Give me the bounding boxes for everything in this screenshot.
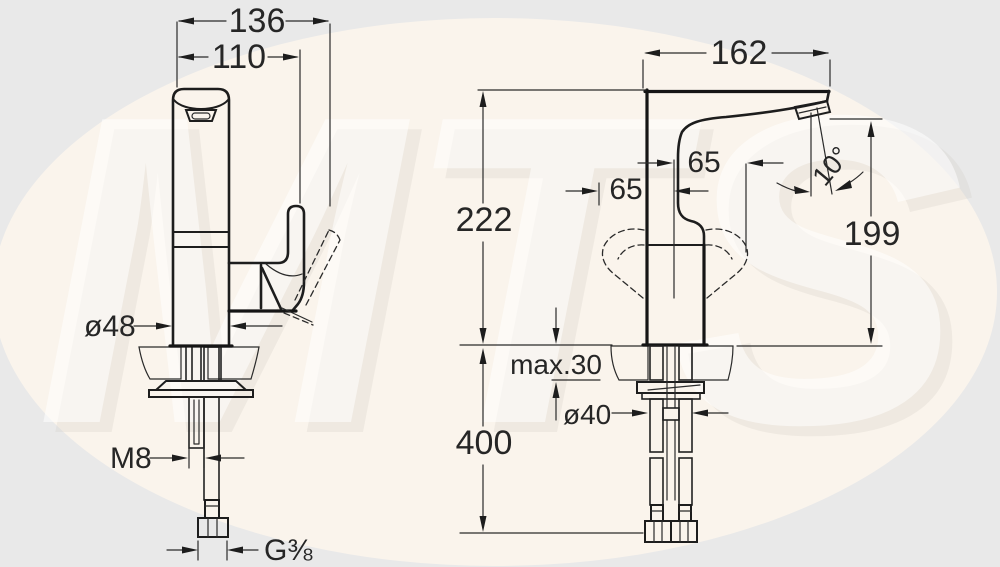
dim-hose-length-label: 400 (456, 424, 513, 462)
watermark: MTS MTS (0, 18, 997, 566)
dim-mounting-thread-label: M8 (110, 442, 152, 475)
front-flex-hose (197, 396, 229, 538)
dim-hole-diameter: ø40 (563, 399, 729, 430)
front-handle-outline (227, 204, 306, 312)
side-counter-left (610, 345, 649, 381)
dim-height-above-deck: 222 (456, 89, 647, 346)
dim-handle-clearance-right-label: 65 (687, 146, 720, 179)
handle-swing-left (601, 228, 645, 299)
dim-mounting-thread: M8 (110, 442, 245, 475)
dim-spout-height: 199 (736, 118, 901, 347)
dim-spout-width-label: 110 (212, 38, 266, 76)
front-hose-nut (197, 517, 229, 538)
side-hoses (644, 345, 698, 543)
front-handle-raised-position (294, 229, 341, 306)
front-body-outline (171, 87, 231, 348)
dim-spout-reach-label: 162 (711, 34, 768, 72)
side-countertop (610, 345, 734, 381)
dim-hose-connection: G⅜ (166, 534, 313, 567)
dim-hose-connection-label: G⅜ (264, 534, 313, 567)
dim-body-diameter: ø48 (84, 310, 283, 343)
side-spout-underside (676, 99, 829, 247)
front-handle (227, 204, 341, 326)
dim-hole-diameter-label: ø40 (563, 399, 611, 430)
dim-spout-height-label: 199 (844, 215, 901, 253)
watermark-shadow-text: MTS (48, 35, 979, 526)
dim-handle-clearance-left-label: 65 (609, 173, 642, 206)
dim-max-deck-thickness-label: max.30 (510, 349, 602, 380)
front-countertop (138, 346, 260, 380)
side-hose-nut-right (670, 520, 698, 543)
front-counter-right (207, 346, 260, 380)
watermark-oval (0, 18, 997, 566)
front-faucet-body (168, 87, 234, 348)
dim-hose-length: 400 (456, 348, 644, 534)
dim-handle-clearance-right: 65 (637, 146, 784, 299)
front-counter-left (138, 346, 182, 380)
side-view: 162 222 400 65 (456, 34, 901, 543)
dim-body-diameter-label: ø48 (84, 310, 136, 343)
dim-total-width-label: 136 (229, 2, 286, 40)
dim-height-above-deck-label: 222 (456, 201, 513, 239)
watermark-text: MTS (36, 25, 967, 516)
side-faucet-body (641, 88, 832, 347)
dim-handle-clearance-left: 65 (565, 173, 709, 206)
front-aerator-slot (184, 109, 218, 122)
dim-max-deck-thickness: max.30 (510, 307, 602, 421)
dim-spout-width: 110 (178, 38, 301, 204)
dim-total-width: 136 (176, 2, 331, 207)
side-aerator (793, 99, 832, 121)
front-view: 136 110 ø48 M8 (84, 2, 341, 567)
side-counter-right (691, 345, 734, 381)
side-stud-coupler (662, 407, 680, 421)
front-cap-seam (173, 99, 229, 110)
dim-spout-reach: 162 (642, 34, 831, 89)
